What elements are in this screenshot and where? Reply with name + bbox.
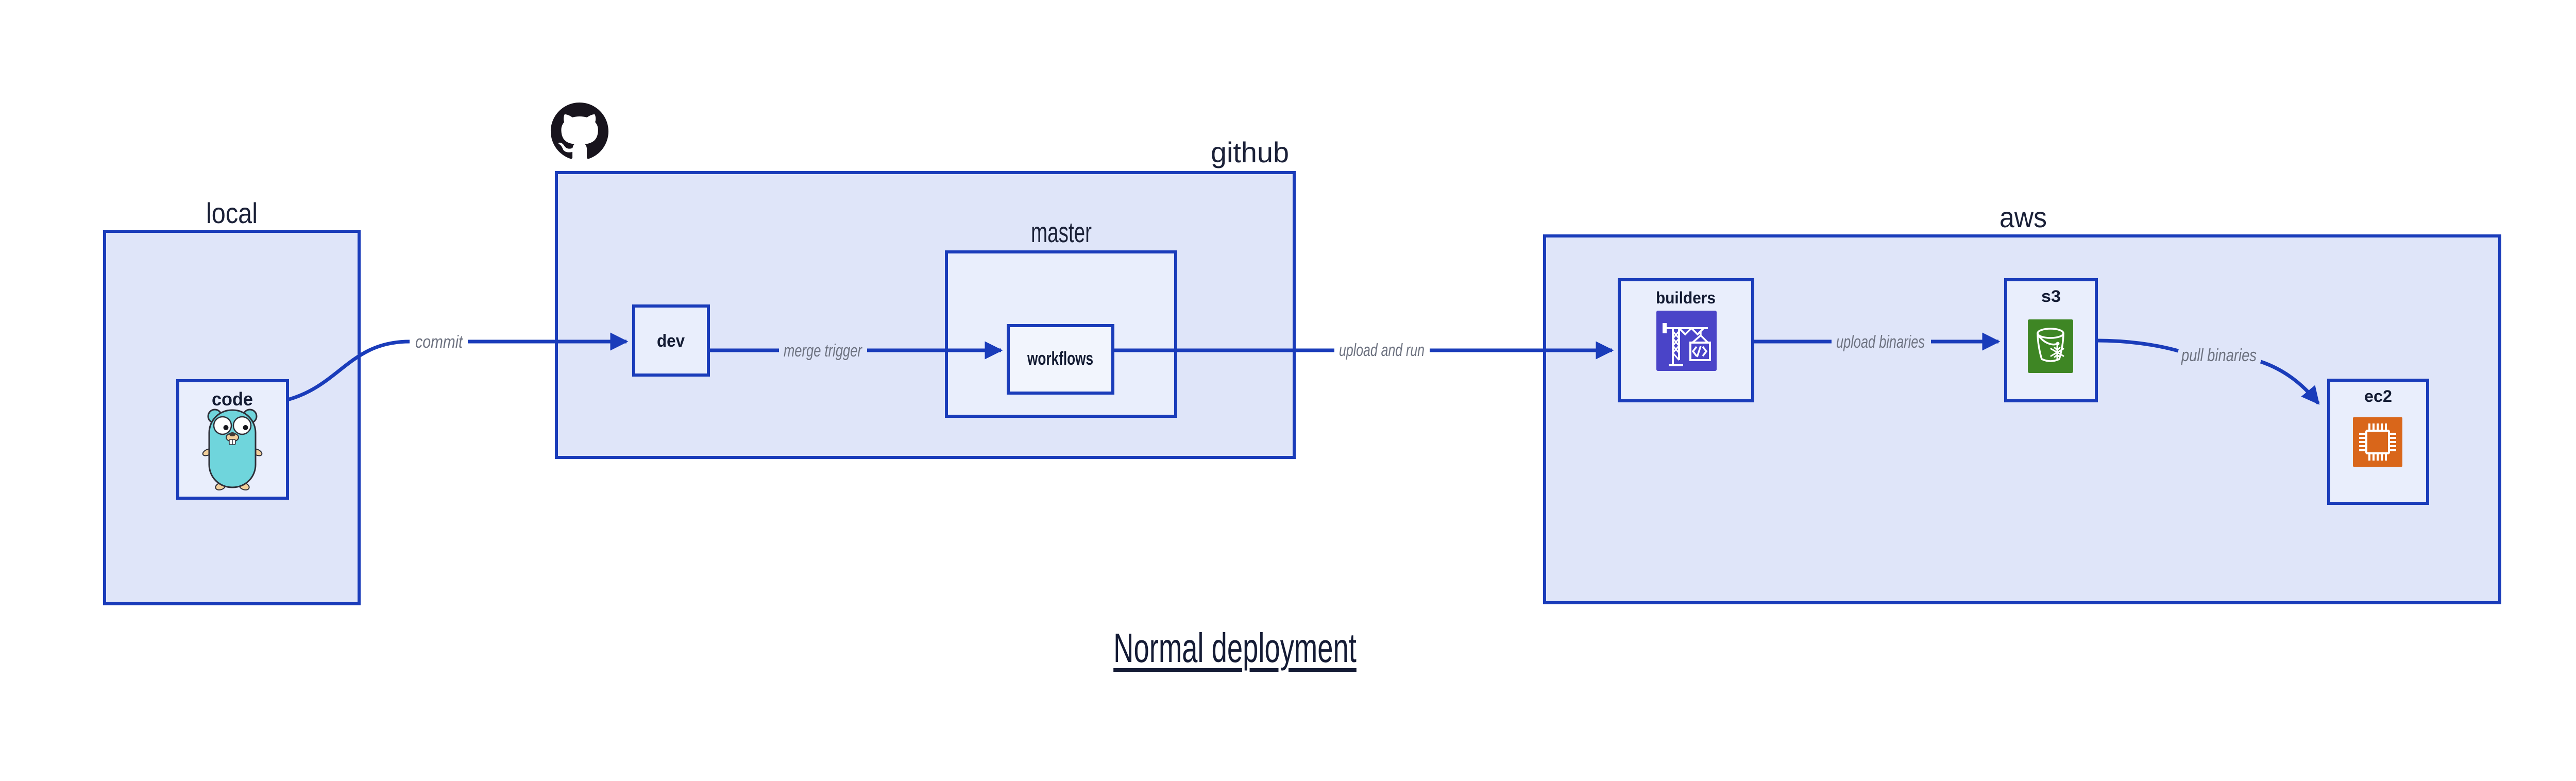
node-dev: dev — [632, 304, 710, 377]
s3-bucket-snowflake-icon — [2028, 319, 2073, 373]
edge-merge-trigger-label: merge trigger — [784, 341, 862, 361]
edge-commit: commit — [287, 332, 629, 402]
node-code: code — [176, 379, 289, 500]
node-ec2: ec2 — [2327, 379, 2429, 505]
node-s3-label: s3 — [2041, 287, 2061, 305]
container-local-label: local — [206, 197, 258, 229]
edge-upload-and-run: upload and run — [1113, 341, 1614, 360]
container-aws-label: aws — [1999, 201, 2047, 233]
edge-commit-line — [287, 339, 410, 402]
edge-commit-label: commit — [415, 332, 463, 352]
node-workflows-box — [1007, 324, 1114, 395]
octocat-icon — [551, 103, 608, 159]
node-workflows: workflows — [1007, 324, 1114, 395]
go-gopher-icon — [202, 409, 263, 491]
edge-pull-binaries-label: pull binaries — [2181, 346, 2257, 365]
container-github-label: github — [1211, 136, 1289, 168]
node-ec2-label: ec2 — [2364, 387, 2392, 405]
edge-pull-binaries-arrow — [2260, 360, 2320, 405]
node-builders-box — [1618, 278, 1754, 402]
container-master-label: master — [1031, 216, 1092, 248]
edge-merge-trigger: merge trigger — [708, 341, 1003, 361]
node-dev-label: dev — [657, 331, 685, 351]
node-code-label: code — [212, 388, 253, 410]
node-builders: builders — [1618, 278, 1754, 402]
diagram-title: Normal deployment — [1113, 625, 1357, 671]
node-dev-box — [632, 304, 710, 377]
edge-upload-binaries-label: upload binaries — [1836, 332, 1925, 352]
ec2-chip-icon — [2353, 417, 2402, 467]
node-s3: s3 — [2004, 278, 2098, 402]
edge-upload-binaries: upload binaries — [1753, 332, 2001, 352]
node-builders-label: builders — [1656, 288, 1716, 307]
codebuild-crane-icon — [1656, 311, 1717, 371]
edge-upload-and-run-label: upload and run — [1339, 341, 1425, 360]
edge-pull-binaries-line — [2096, 338, 2179, 353]
edge-pull-binaries: pull binaries — [2096, 338, 2320, 405]
container-github: github — [551, 103, 1296, 459]
node-workflows-label: workflows — [1027, 348, 1093, 369]
